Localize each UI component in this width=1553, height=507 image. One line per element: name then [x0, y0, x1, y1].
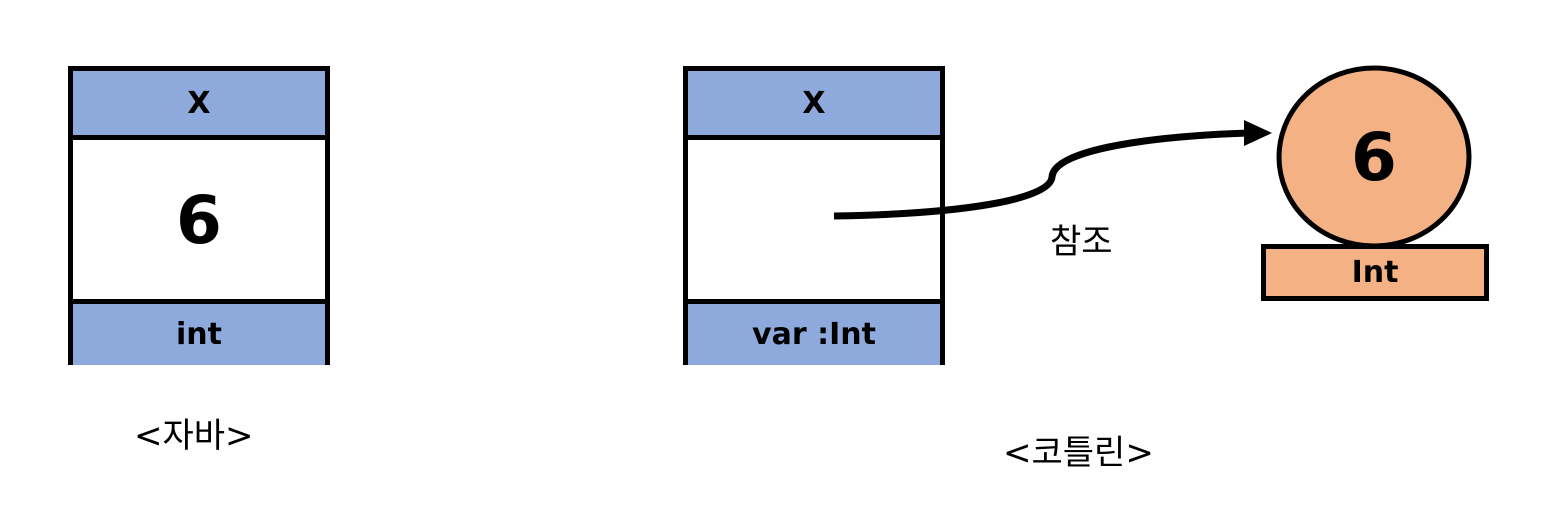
- integer-object-type: Int: [1261, 244, 1489, 301]
- kotlin-caption: <코틀린>: [1003, 433, 1154, 473]
- integer-object-value: 6: [1351, 118, 1397, 196]
- java-caption: <자바>: [134, 416, 254, 456]
- kotlin-variable-type: var :Int: [688, 299, 940, 365]
- java-variable-value: 6: [176, 182, 222, 259]
- reference-label: 참조: [1050, 222, 1113, 262]
- java-variable-box: X 6 int: [68, 66, 330, 365]
- kotlin-variable-name: X: [688, 71, 940, 140]
- reference-arrow-line: [833, 129, 1249, 220]
- java-variable-name: X: [73, 71, 325, 140]
- java-variable-type: int: [73, 299, 325, 365]
- reference-arrow-head: [1244, 120, 1272, 146]
